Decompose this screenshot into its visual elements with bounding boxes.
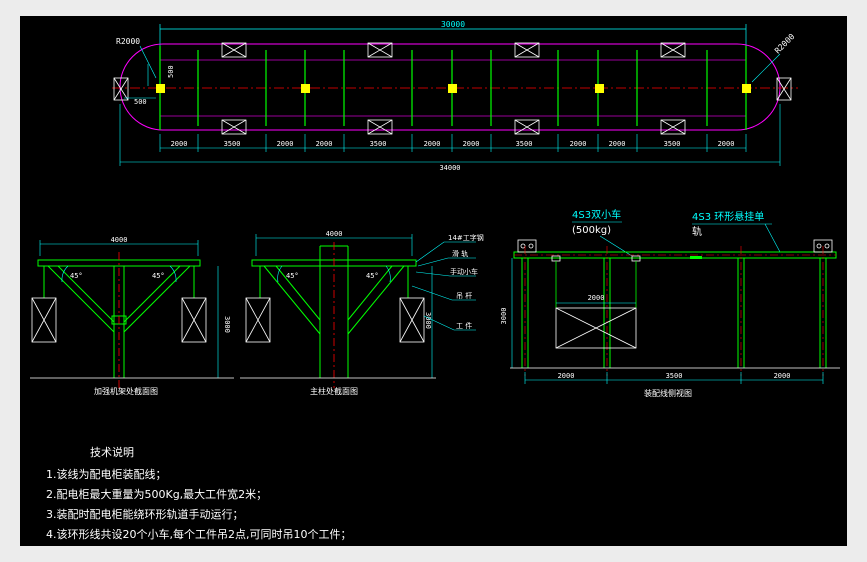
column-angle-left: 45°	[286, 272, 299, 280]
note-3: 3.装配时配电柜能绕环形轨道手动运行；	[46, 507, 244, 521]
main-column-section-view: 4000 45° 45° 3000	[240, 230, 484, 396]
small-dim-h: 500	[134, 98, 147, 106]
column-dim-width	[255, 234, 413, 256]
seg-9: 2000	[570, 140, 587, 148]
label-manual-trolley: 手动小车	[450, 267, 478, 276]
column-structure	[259, 245, 409, 378]
frame-caption: 加强机架处截面图	[94, 386, 158, 396]
side-bottom-labels: 2000 3500 2000	[558, 372, 791, 380]
label-workpiece: 工 件	[456, 321, 472, 330]
small-dim-v: 500	[167, 65, 175, 78]
radius-left: R2000	[116, 37, 140, 46]
seg-12: 2000	[718, 140, 735, 148]
trolley-leader	[599, 235, 633, 257]
frame-angle-right: 45°	[152, 272, 165, 280]
plan-view: 30000	[112, 20, 798, 172]
column-leaders	[411, 241, 476, 331]
side-dim-1: 2000	[558, 372, 575, 380]
column-width: 4000	[326, 230, 343, 238]
side-columns	[521, 258, 827, 368]
notes-title: 技术说明	[90, 445, 134, 459]
frame-dim-width	[39, 240, 199, 256]
label-rail: 滑 轨	[452, 249, 468, 258]
plan-segment-dims	[159, 134, 747, 152]
frame-angle-arcs	[61, 265, 177, 283]
cad-drawing-canvas: 30000	[20, 16, 847, 546]
label-hanger: 吊 杆	[456, 291, 472, 300]
note-4: 4.该环形线共设20个小车,每个工件吊2点,可同时吊10个工件；	[46, 527, 351, 541]
trolley-load: (500kg)	[572, 225, 611, 236]
frame-width: 4000	[111, 236, 128, 244]
plan-dim-bottom	[119, 104, 781, 166]
seg-3: 2000	[277, 140, 294, 148]
column-caption: 主柱处截面图	[310, 386, 358, 396]
seg-6: 2000	[424, 140, 441, 148]
plan-segment-labels: 2000 3500 2000 2000 3500 2000 2000 3500 …	[171, 140, 735, 148]
side-dim-2: 3500	[666, 372, 683, 380]
side-column-centerlines	[524, 246, 824, 376]
column-angle-right: 45°	[366, 272, 379, 280]
seg-1: 2000	[171, 140, 188, 148]
rail-label-2: 轨	[692, 225, 702, 238]
side-rail-marker	[690, 256, 702, 259]
side-view: 4S3双小车 (500kg) 4S3 环形悬挂单 轨	[500, 208, 840, 398]
frame-workpiece-left	[31, 297, 57, 343]
frame-structure	[43, 265, 195, 378]
rail-label-1: 4S3 环形悬挂单	[692, 210, 764, 223]
seg-2: 3500	[224, 140, 241, 148]
rail-leader	[764, 223, 781, 253]
seg-8: 3500	[516, 140, 533, 148]
side-workpiece	[555, 307, 637, 349]
cad-drawing: 30000	[30, 20, 840, 541]
workpiece-markers	[221, 42, 686, 135]
radius-right: R2000	[773, 32, 797, 56]
frame-angle-left: 45°	[70, 272, 83, 280]
note-2: 2.配电柜最大重量为500Kg,最大工件宽2米；	[46, 487, 267, 501]
frame-height: 3000	[223, 316, 231, 333]
radius-leader-left	[139, 45, 157, 79]
column-anchors	[156, 84, 751, 93]
column-workpiece-left	[245, 297, 271, 343]
end-anchor-left	[113, 77, 129, 101]
seg-7: 2000	[463, 140, 480, 148]
frame-workpiece-right	[181, 297, 207, 343]
end-anchor-right	[776, 77, 792, 101]
note-1: 1.该线为配电柜装配线；	[46, 467, 167, 481]
plan-total-top: 30000	[441, 20, 465, 29]
column-labels: 14#工字钢 滑 轨 手动小车 吊 杆 工 件	[448, 233, 484, 330]
plan-dim-top	[159, 24, 747, 46]
frame-section-view: 4000 45° 45° 3000 加强机架处截面图	[30, 236, 234, 396]
column-height: 3000	[424, 312, 432, 329]
label-i-beam: 14#工字钢	[448, 233, 484, 242]
column-angle-arcs	[277, 265, 391, 283]
side-caption: 装配线侧视图	[644, 388, 692, 398]
plan-total-bottom: 34000	[439, 164, 460, 172]
seg-11: 3500	[664, 140, 681, 148]
column-workpiece-right	[399, 297, 425, 343]
technical-notes: 技术说明 1.该线为配电柜装配线； 2.配电柜最大重量为500Kg,最大工件宽2…	[46, 445, 351, 541]
side-height: 3000	[500, 308, 508, 325]
seg-10: 2000	[609, 140, 626, 148]
side-inner-dim: 2000	[588, 294, 605, 302]
radius-leader-right	[751, 53, 781, 83]
side-hangers	[555, 261, 637, 308]
side-bottom-dims	[524, 372, 824, 384]
seg-5: 3500	[370, 140, 387, 148]
trolley-label: 4S3双小车	[572, 208, 621, 221]
seg-4: 2000	[316, 140, 333, 148]
side-end-unit-left	[517, 239, 537, 253]
side-dim-3: 2000	[774, 372, 791, 380]
